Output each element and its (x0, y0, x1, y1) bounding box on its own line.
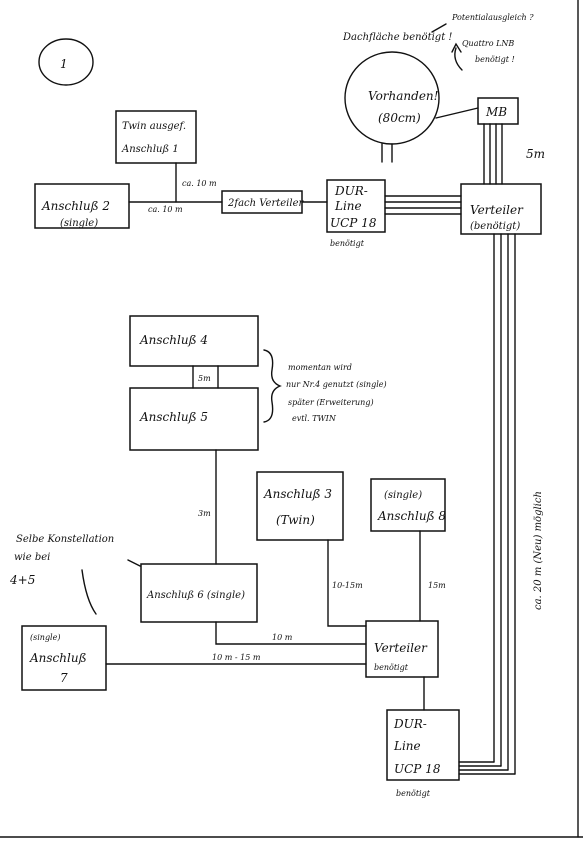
anschluss4-label: Anschluß 4 (139, 333, 208, 347)
dish-arm (435, 107, 479, 119)
anschluss7-line1: (single) (30, 633, 60, 642)
dur-bottom-line3: UCP 18 (394, 762, 441, 776)
dist-ca10m-a: ca. 10 m (182, 179, 217, 188)
note-selbe-3: 4+5 (9, 573, 35, 587)
anschluss6-label: Anschluß 6 (single) (146, 590, 245, 601)
dur-top-line2: Line (334, 199, 362, 213)
cables-lnb-verteiler (483, 123, 503, 185)
anschluss8-line1: (single) (384, 490, 422, 501)
anschluss3-line1: Anschluß 3 (263, 487, 332, 501)
dist-5m-top: 5m (526, 147, 545, 161)
note-momentan-4: evtl. TWIN (292, 414, 337, 423)
anschluss2-line1: Anschluß 2 (41, 199, 110, 213)
note-quattro-needed: benötigt ! (475, 55, 515, 64)
dur-bottom-line1: DUR- (393, 717, 427, 731)
note-momentan-1: momentan wird (288, 363, 352, 372)
dist-15m: 15m (428, 581, 446, 590)
anschluss2-line2: (single) (60, 218, 98, 229)
box-verteiler-top: Verteiler (benötigt) (460, 183, 542, 235)
satellite-dish: Vorhanden! (80cm) (344, 51, 479, 163)
page-number: 1 (60, 57, 68, 71)
box-anschluss2: Anschluß 2 (single) (34, 183, 130, 229)
box-verteiler-bottom: Verteiler benötigt (365, 620, 439, 678)
box-anschluss3: Anschluß 3 (Twin) (256, 471, 344, 541)
brace-a4-a5 (263, 349, 282, 423)
box-anschluss5: Anschluß 5 (129, 387, 259, 451)
dish-label: Vorhanden! (368, 89, 439, 103)
2fach-verteiler-label: 2fach Verteiler (227, 198, 304, 209)
cables-verteiler-to-dur-bottom (458, 233, 516, 775)
verteiler-top-line2: (benötigt) (470, 221, 520, 232)
box-lnb: MB (477, 97, 519, 125)
lnb-label: MB (485, 105, 507, 119)
cable-a3-verteiler (327, 539, 367, 627)
cable-a6-verteiler (215, 621, 367, 645)
note-potential: Potentialausgleich ? (451, 13, 534, 22)
verteiler-top-line1: Verteiler (470, 203, 524, 217)
verteiler-bottom-line2: benötigt (374, 663, 409, 672)
dist-5m-mid: 5m (198, 374, 211, 383)
box-dur-line-bottom: DUR- Line UCP 18 benötigt (386, 709, 460, 798)
note-selbe-2: wie bei (14, 552, 50, 563)
box-anschluss1: Twin ausgef. Anschluß 1 (115, 110, 197, 164)
note-momentan-2: nur Nr.4 genutzt (single) (286, 380, 387, 389)
box-2fach-verteiler: 2fach Verteiler (221, 190, 304, 214)
dur-bottom-note: benötigt (396, 789, 431, 798)
dist-10m: 10 m (272, 633, 293, 642)
dur-top-line3: UCP 18 (330, 216, 377, 230)
box-anschluss8: (single) Anschluß 8 (370, 478, 446, 532)
verteiler-bottom-line1: Verteiler (374, 641, 428, 655)
anschluss3-line2: (Twin) (276, 513, 315, 527)
anschluss8-line2: Anschluß 8 (377, 509, 446, 523)
cables-dur-verteiler (384, 195, 462, 215)
anschluss1-line1: Twin ausgef. (122, 121, 186, 132)
box-anschluss6: Anschluß 6 (single) (140, 563, 258, 623)
dur-top-note: benötigt (330, 239, 365, 248)
anschluss1-line2: Anschluß 1 (121, 144, 179, 155)
page-number-marker: 1 (38, 38, 94, 86)
dist-3m: 3m (198, 509, 211, 518)
page-number-circle (38, 38, 94, 86)
dish-size: (80cm) (378, 111, 421, 125)
box-dur-line-top: DUR- Line UCP 18 benötigt (326, 179, 386, 248)
pointer-selbe-a6 (127, 559, 141, 567)
anschluss5-label: Anschluß 5 (139, 410, 208, 424)
note-vertical-20m: ca. 20 m (Neu) möglich (533, 491, 544, 610)
dist-10-15m: 10-15m (332, 581, 363, 590)
box-anschluss4: Anschluß 4 (129, 315, 259, 367)
pointer-potential (431, 23, 447, 33)
dur-bottom-line2: Line (393, 739, 421, 753)
dur-top-line1: DUR- (334, 184, 368, 198)
box-anschluss7: (single) Anschluß 7 (21, 625, 107, 691)
anschluss7-line2: Anschluß (29, 651, 87, 665)
note-quattro: Quattro LNB (462, 39, 514, 48)
pointer-quattro (454, 47, 463, 71)
note-selbe-1: Selbe Konstellation (16, 534, 114, 545)
pointer-selbe-a7 (81, 569, 97, 615)
pointer-quattro-head (451, 42, 462, 53)
dist-ca10m-b: ca. 10 m (148, 205, 183, 214)
note-momentan-3: später (Erweiterung) (288, 398, 374, 407)
note-dachflaeche: Dachfläche benötigt ! (342, 32, 452, 43)
anschluss7-line3: 7 (60, 671, 68, 685)
dist-10-15m-b: 10 m - 15 m (212, 653, 261, 662)
